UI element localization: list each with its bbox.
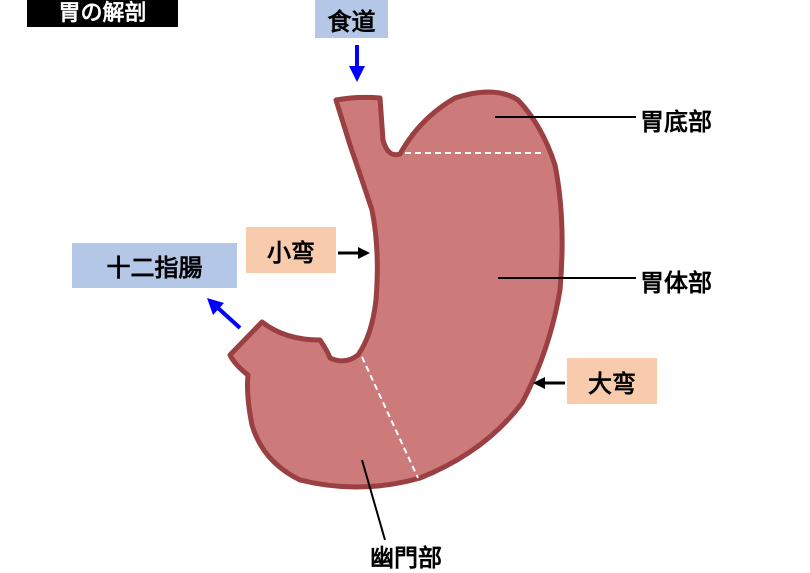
lesser-curvature-label: 小弯 <box>246 227 336 273</box>
stomach-shape <box>227 89 565 490</box>
duodenum-arrow <box>207 298 242 330</box>
esophagus-label: 食道 <box>315 0 388 38</box>
duodenum-label: 十二指腸 <box>72 243 237 288</box>
pylorus-divider <box>361 356 419 479</box>
fundus-label: 胃底部 <box>640 108 712 136</box>
body-label: 胃体部 <box>640 269 712 297</box>
esophagus-arrow <box>349 45 365 82</box>
pylorus-leader <box>361 459 386 541</box>
stomach-diagram <box>207 45 636 541</box>
greater-curvature-arrow <box>533 377 565 389</box>
greater-curvature-label: 大弯 <box>567 358 657 404</box>
pylorus-label: 幽門部 <box>370 544 442 572</box>
page-title: 胃の解剖 <box>27 0 178 27</box>
lesser-curvature-arrow <box>338 247 370 259</box>
